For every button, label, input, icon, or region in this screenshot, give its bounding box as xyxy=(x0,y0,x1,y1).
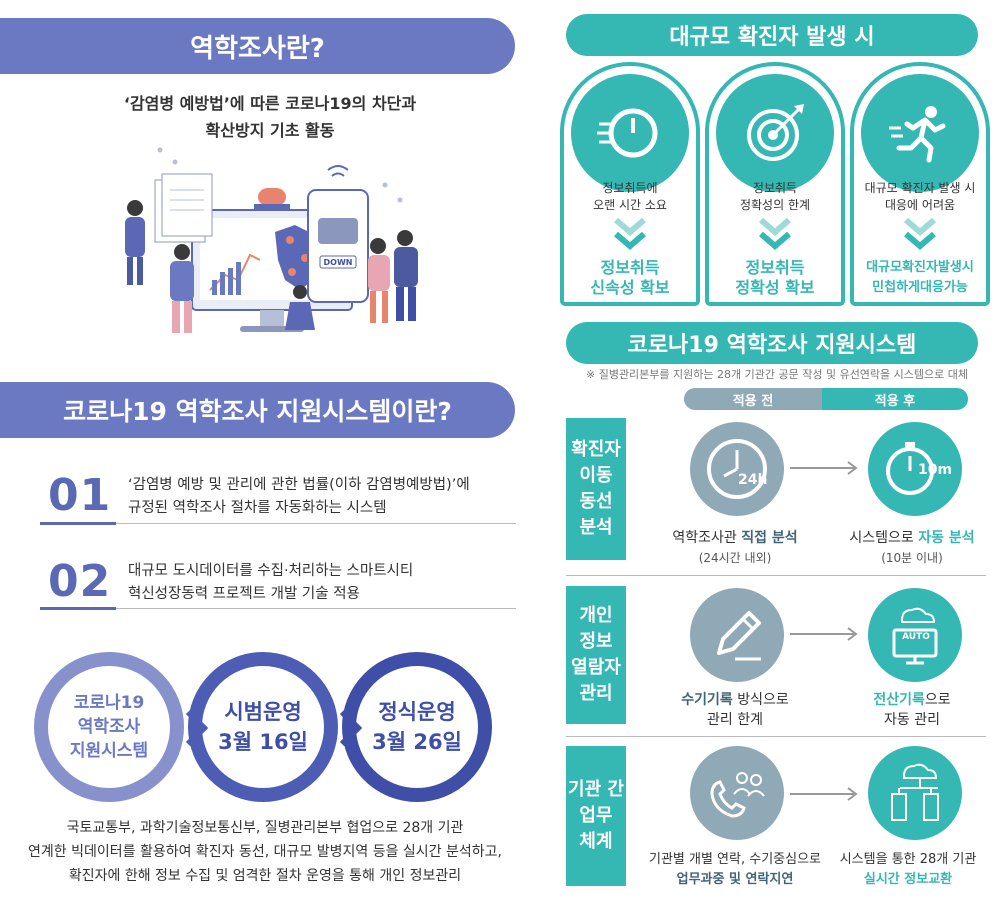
cloud-network-servers-icon xyxy=(868,746,962,840)
section-title-support-system: 코로나19 역학조사 지원시스템 xyxy=(566,322,978,364)
after-header: 적용 후 xyxy=(822,388,968,410)
item-divider xyxy=(116,608,516,609)
pencil-icon xyxy=(690,588,784,682)
illustration-svg xyxy=(125,147,418,333)
chevron-right-icon xyxy=(185,709,208,747)
double-chevron-down-icon xyxy=(904,217,936,250)
row1-after-caption: 시스템으로 자동 분석 (10분 이내) xyxy=(849,530,975,565)
arrow-right-icon xyxy=(790,627,858,641)
section-title-text: 코로나19 역학조사 지원시스템이란? xyxy=(63,397,452,426)
card-problem-text: 대규모 확진자 발생 시 대응에 어려움 xyxy=(864,181,976,212)
double-chevron-down-icon xyxy=(759,217,791,250)
section-title-outbreak: 대규모 확진자 발생 시 xyxy=(566,14,978,56)
timeline-circle-pilot: 시범운영 3월 16일 xyxy=(188,652,338,802)
timeline-circle-system: 코로나19 역학조사 지원시스템 xyxy=(34,652,184,802)
cloud-auto-monitor-icon: AUTO xyxy=(868,588,962,682)
item-number-02: 02 xyxy=(48,556,112,607)
row-label-agency-workflow: 기관 간 업무 체계 xyxy=(566,746,626,886)
row-label-route-analysis: 확진자 이동 동선 분석 xyxy=(566,418,626,560)
row-label-privacy-management: 개인 정보 열람자 관리 xyxy=(566,586,626,724)
section-note: ※ 질병관리본부를 지원하는 28개 기관간 공문 작성 및 유선연락을 시스템… xyxy=(585,368,969,381)
epidemiology-description: ‘감염병 예방법’에 따른 코로나19의 차단과 확산방지 기초 활동 xyxy=(123,94,417,140)
phone-contacts-icon xyxy=(690,746,784,840)
chevron-right-icon xyxy=(339,709,362,747)
arrow-right-icon xyxy=(790,787,858,801)
double-chevron-down-icon xyxy=(614,217,646,250)
speedometer-icon xyxy=(571,74,689,192)
card-problem-text: 정보취득 정확성의 한계 xyxy=(739,181,811,212)
item-text-01: ‘감염병 예방 및 관리에 관한 법률(이하 감염병예방법)’에 규정된 역학조… xyxy=(128,477,470,516)
item-number-underline xyxy=(40,522,116,525)
row3-before-caption: 기관별 개별 연락, 수기중심으로 업무과중 및 연락지연 xyxy=(648,852,821,887)
item-divider xyxy=(116,523,516,524)
stopwatch-10m-icon: 10m xyxy=(868,422,962,516)
runner-icon xyxy=(861,74,979,192)
item-text-02: 대규모 도시데이터를 수집·처리하는 스마트시티 혁신성장동력 프로젝트 개발 … xyxy=(128,563,414,602)
card-solution-text: 정보취득 정확성 확보 xyxy=(735,258,815,297)
section-title-text: 역학조사란? xyxy=(190,33,325,64)
row2-before-caption: 수기기록 방식으로 관리 한계 xyxy=(681,692,789,728)
clock-24h-icon: 24h xyxy=(690,422,784,516)
row-divider xyxy=(566,575,986,576)
section-title-system: 코로나19 역학조사 지원시스템이란? xyxy=(0,382,515,438)
card-solution-text: 대규모확진자발생시 민첩하게대응가능 xyxy=(866,260,974,295)
before-header: 적용 전 xyxy=(684,388,822,410)
target-icon xyxy=(716,74,834,192)
item-number-underline xyxy=(40,607,116,610)
row2-after-caption: 전산기록으로 자동 관리 xyxy=(873,692,951,728)
epidemiology-illustration: DOWN xyxy=(100,140,450,360)
card-problem-text: 정보취득에 오랜 시간 소요 xyxy=(593,181,667,212)
row1-before-caption: 역학조사관 직접 분석 (24시간 내외) xyxy=(672,530,798,565)
row3-after-caption: 시스템을 통한 28개 기관 실시간 정보교환 xyxy=(839,852,977,887)
timeline-circle-launch: 정식운영 3월 26일 xyxy=(342,652,492,802)
item-number-01: 01 xyxy=(48,470,112,521)
collaboration-description: 국토교통부, 과학기술정보통신부, 질병관리본부 협업으로 28개 기관 연계한… xyxy=(28,820,502,884)
section-title-epidemiology: 역학조사란? xyxy=(0,18,515,74)
card-solution-text: 정보취득 신속성 확보 xyxy=(590,258,670,297)
row-divider xyxy=(566,736,986,737)
arrow-right-icon xyxy=(790,461,858,475)
illustration-down-label: DOWN xyxy=(323,258,353,267)
